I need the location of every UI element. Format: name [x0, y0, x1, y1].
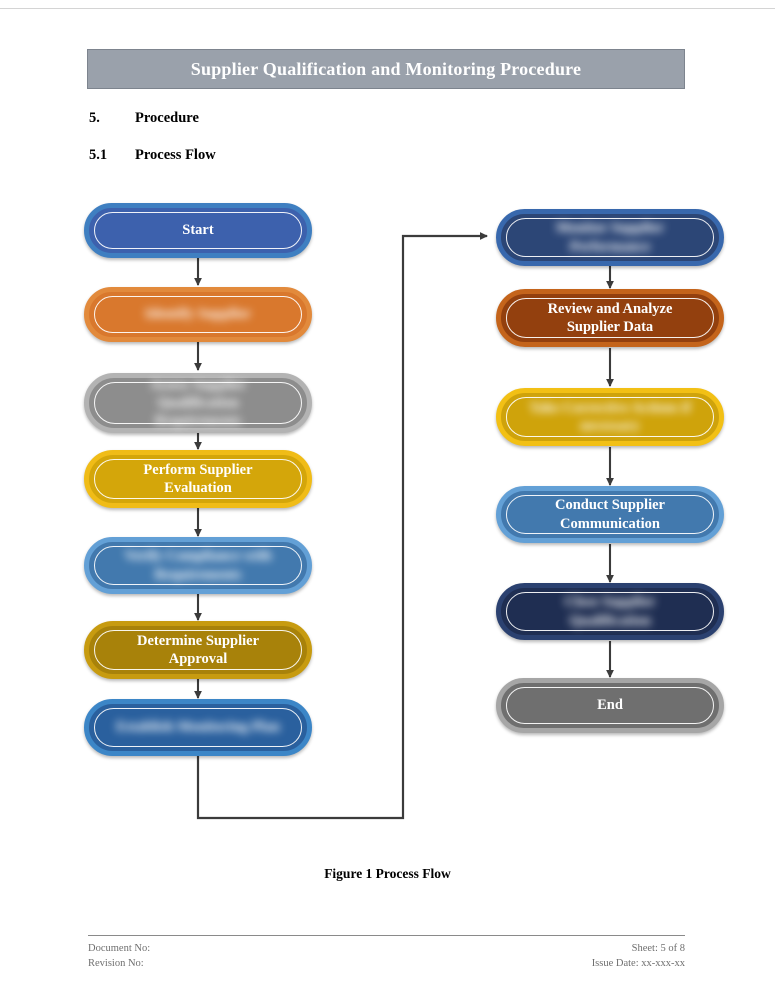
flow-node-identify-supplier[interactable]: Identify Supplier [84, 287, 312, 342]
figure-caption: Figure 1 Process Flow [324, 866, 451, 881]
flow-node-establish-monitoring-plan-label: Establish Monitoring Plan [116, 719, 280, 736]
flow-node-assess-supplier-qualification-requirements-label: Assess Supplier Qualification Requiremen… [149, 376, 247, 430]
footer-issue-date: Issue Date: xx-xxx-xx [591, 958, 685, 969]
flow-node-verify-compliance-with-requirements[interactable]: Verify Compliance with Requirements [84, 537, 312, 594]
flow-node-close-supplier-qualification-label: Close Supplier Qualification [564, 594, 656, 629]
heading-procedure-number: 5. [89, 110, 100, 126]
flow-node-establish-monitoring-plan[interactable]: Establish Monitoring Plan [84, 699, 312, 756]
flow-node-verify-compliance-with-requirements-label: Verify Compliance with Requirements [124, 548, 272, 583]
heading-process-flow-text: Process Flow [135, 147, 216, 163]
flow-node-start[interactable]: Start [84, 203, 312, 258]
flow-node-identify-supplier-label: Identify Supplier [145, 306, 251, 323]
flow-node-determine-supplier-approval[interactable]: Determine Supplier Approval [84, 621, 312, 679]
heading-process-flow: 5.1 Process Flow [89, 147, 409, 167]
footer-row-top: Document No: Sheet: 5 of 8 [88, 941, 685, 956]
footer-document-no: Document No: [88, 943, 151, 954]
heading-process-flow-number: 5.1 [89, 147, 108, 163]
heading-procedure: 5. Procedure [89, 110, 409, 130]
page-title: Supplier Qualification and Monitoring Pr… [190, 58, 582, 79]
flow-node-review-and-analyze-supplier-data[interactable]: Review and Analyze Supplier Data [496, 289, 724, 347]
flow-node-start-label: Start [182, 222, 214, 239]
footer-row-bottom: Revision No: Issue Date: xx-xxx-xx [88, 956, 685, 971]
flow-node-perform-supplier-evaluation-label: Perform Supplier Evaluation [143, 461, 253, 496]
footer-sheet-number: Sheet: 5 of 8 [631, 943, 685, 954]
flow-node-take-corrective-actions-label: Take Corrective Actions if necessary [529, 399, 691, 434]
flow-node-conduct-supplier-communication-label: Conduct Supplier Communication [555, 497, 665, 532]
flow-node-conduct-supplier-communication[interactable]: Conduct Supplier Communication [496, 486, 724, 543]
flow-node-determine-supplier-approval-label: Determine Supplier Approval [136, 632, 260, 667]
flow-node-end[interactable]: End [496, 678, 724, 733]
page-top-rule [0, 8, 775, 9]
flow-node-take-corrective-actions[interactable]: Take Corrective Actions if necessary [496, 388, 724, 446]
flow-node-perform-supplier-evaluation[interactable]: Perform Supplier Evaluation [84, 450, 312, 508]
flow-node-end-label: End [597, 697, 623, 714]
document-title-bar: Supplier Qualification and Monitoring Pr… [87, 49, 685, 89]
flow-node-review-and-analyze-supplier-data-label: Review and Analyze Supplier Data [547, 300, 673, 335]
footer-divider [88, 935, 685, 936]
flow-node-monitor-supplier-performance[interactable]: Monitor Supplier Performance [496, 209, 724, 266]
flow-node-close-supplier-qualification[interactable]: Close Supplier Qualification [496, 583, 724, 640]
heading-procedure-text: Procedure [135, 110, 199, 126]
flow-node-monitor-supplier-performance-label: Monitor Supplier Performance [555, 220, 665, 255]
flow-node-assess-supplier-qualification-requirements[interactable]: Assess Supplier Qualification Requiremen… [84, 373, 312, 433]
footer-revision-no: Revision No: [88, 958, 144, 969]
page-footer: Document No: Sheet: 5 of 8 Revision No: … [88, 941, 685, 971]
